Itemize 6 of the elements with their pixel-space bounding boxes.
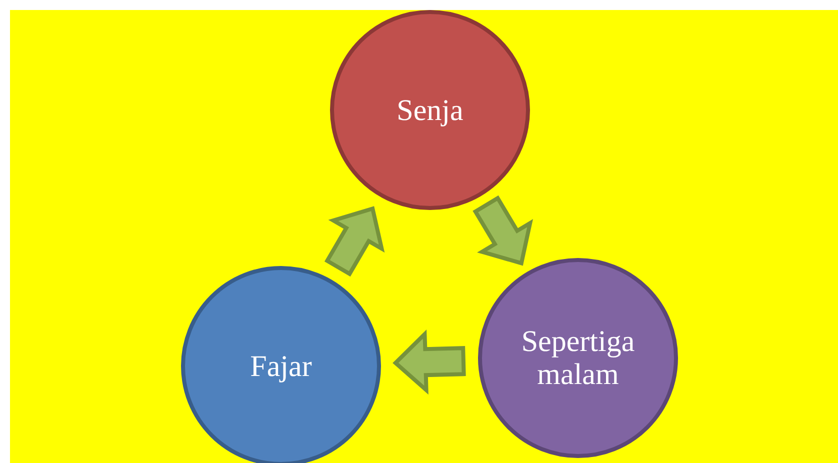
block-arrow bbox=[392, 329, 466, 395]
node-label: Sepertiga malam bbox=[520, 325, 636, 391]
block-arrow bbox=[324, 206, 385, 277]
node-label: Senja bbox=[396, 94, 464, 126]
block-arrow bbox=[472, 195, 534, 266]
node-label: Fajar bbox=[250, 350, 312, 382]
